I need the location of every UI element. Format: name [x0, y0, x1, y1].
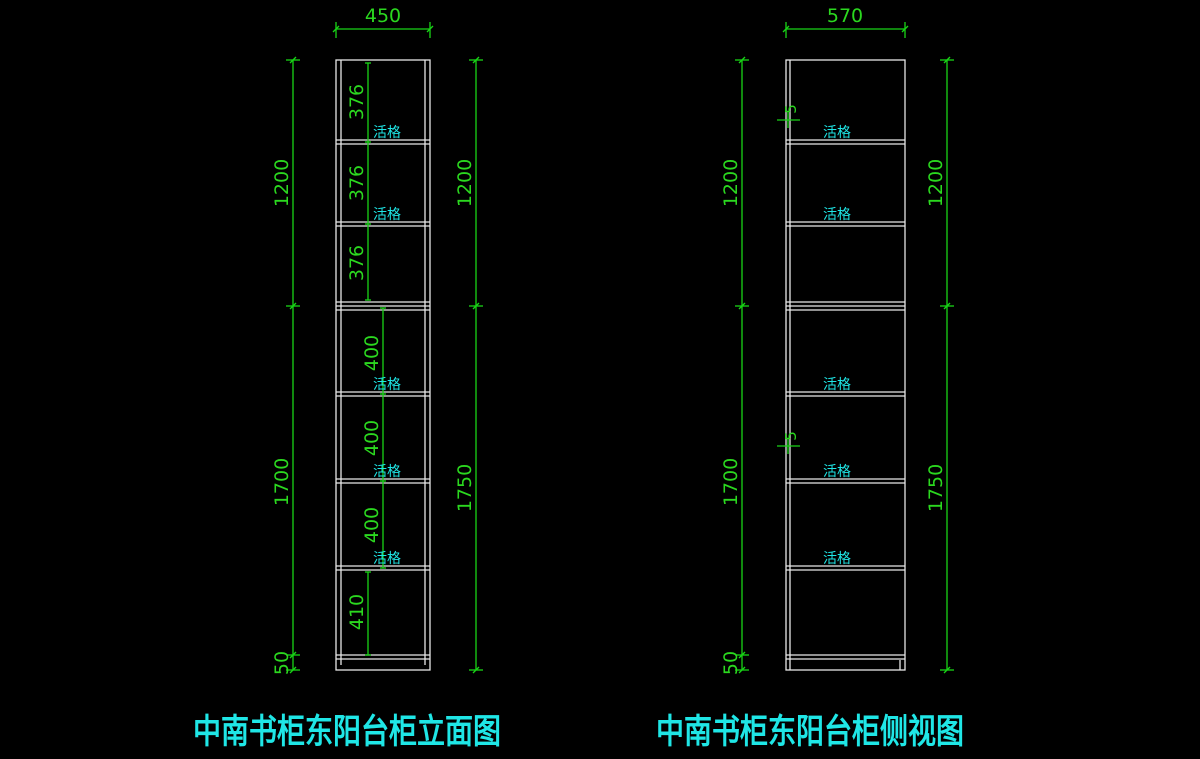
side-shelf-label: 活格 [823, 464, 851, 480]
elevation-shelf-label: 活格 [373, 377, 401, 393]
side-right-dim-upper: 1200 [925, 159, 947, 207]
side-shelf-label: 活格 [823, 551, 851, 567]
elevation-inner-dim-4: 400 [361, 335, 383, 371]
side-width-dimension: 570 [782, 5, 909, 38]
elevation-view: 450 [193, 5, 501, 752]
side-left-dimension: 1200 1700 50 [720, 56, 749, 675]
elevation-width-dimension: 450 [332, 5, 434, 38]
side-cabinet [785, 59, 906, 671]
elevation-inner-dimensions: 376 376 376 400 400 400 410 [346, 62, 386, 656]
side-small-dim-upper: 5 [782, 104, 800, 114]
elevation-inner-dim-3: 376 [346, 245, 368, 281]
side-left-dim-upper: 1200 [720, 159, 742, 207]
side-right-dim-lower: 1750 [925, 464, 947, 512]
side-view: 570 [656, 5, 964, 752]
side-title: 中南书柜东阳台柜侧视图 [656, 712, 964, 752]
elevation-inner-dim-5: 400 [361, 420, 383, 456]
elevation-inner-dim-1: 376 [346, 84, 368, 120]
side-right-dimension: 1200 1750 [925, 56, 954, 674]
side-small-dim-lower: 5 [782, 431, 800, 441]
side-small-dimensions: 5 5 [777, 104, 800, 454]
side-left-dim-base: 50 [720, 651, 742, 675]
elevation-shelf-label: 活格 [373, 464, 401, 480]
elevation-inner-dim-7: 410 [346, 594, 368, 630]
elevation-left-dimension: 1200 1700 50 [271, 56, 300, 675]
elevation-shelf-label: 活格 [373, 207, 401, 223]
elevation-right-dimension: 1200 1750 [454, 56, 483, 674]
side-width-label: 570 [827, 5, 863, 27]
elevation-cabinet [335, 59, 431, 671]
elevation-inner-dim-6: 400 [361, 507, 383, 543]
side-shelf-labels: 活格 活格 活格 活格 活格 [823, 125, 851, 567]
elevation-shelf-label: 活格 [373, 125, 401, 141]
elevation-left-dim-lower: 1700 [271, 458, 293, 506]
elevation-left-dim-base: 50 [271, 651, 293, 675]
elevation-right-dim-lower: 1750 [454, 464, 476, 512]
side-shelf-label: 活格 [823, 377, 851, 393]
elevation-width-label: 450 [365, 5, 401, 27]
side-left-dim-lower: 1700 [720, 458, 742, 506]
elevation-shelf-labels: 活格 活格 活格 活格 活格 [373, 125, 401, 567]
side-shelf-label: 活格 [823, 125, 851, 141]
side-shelf-label: 活格 [823, 207, 851, 223]
elevation-left-dim-upper: 1200 [271, 159, 293, 207]
elevation-inner-dim-2: 376 [346, 165, 368, 201]
elevation-title: 中南书柜东阳台柜立面图 [193, 712, 501, 752]
elevation-right-dim-upper: 1200 [454, 159, 476, 207]
elevation-shelf-label: 活格 [373, 551, 401, 567]
